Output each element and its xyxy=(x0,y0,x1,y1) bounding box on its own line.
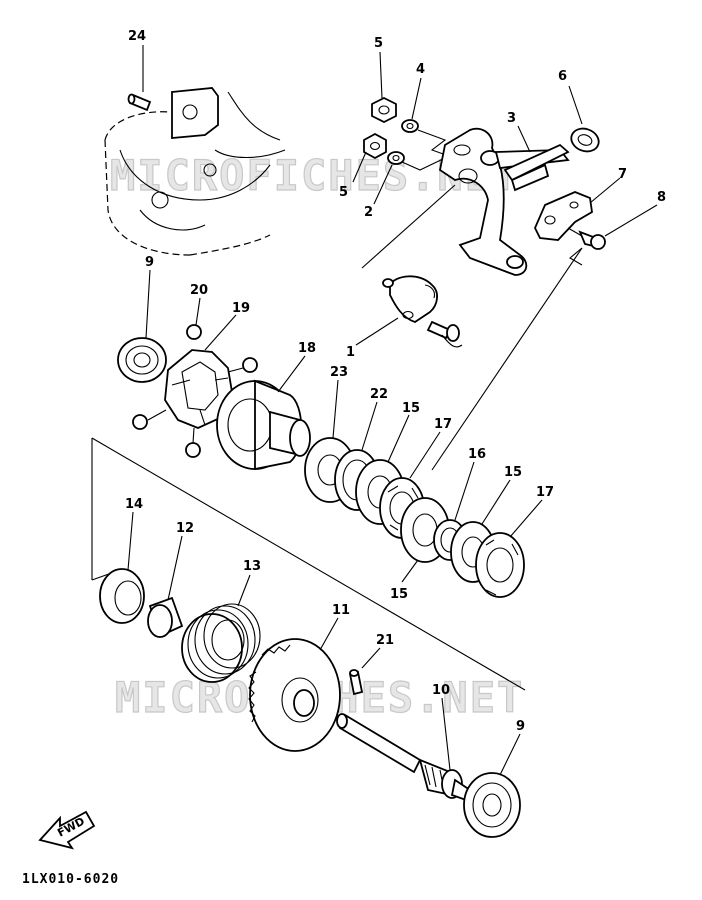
balls-20 xyxy=(132,324,258,458)
callout-16: 16 xyxy=(468,447,486,462)
callout-18: 18 xyxy=(298,341,316,356)
shift-shaft-3 xyxy=(503,143,570,192)
callout-6: 6 xyxy=(558,69,567,84)
callout-4: 4 xyxy=(416,62,425,77)
nut-5-lower xyxy=(363,132,387,160)
dowel-pin-24 xyxy=(127,93,152,112)
callout-17-a: 17 xyxy=(434,417,452,432)
callout-21: 21 xyxy=(376,633,394,648)
washer-2 xyxy=(387,151,405,165)
callout-13: 13 xyxy=(243,559,261,574)
callout-1: 1 xyxy=(346,345,355,360)
segment-1 xyxy=(382,275,438,323)
callout-20: 20 xyxy=(190,283,208,298)
pin-21 xyxy=(348,669,364,696)
callout-2: 2 xyxy=(364,205,373,220)
callout-15-a: 15 xyxy=(402,401,420,416)
callout-23: 23 xyxy=(330,365,348,380)
callout-24: 24 xyxy=(128,29,146,44)
callout-14: 14 xyxy=(125,497,143,512)
bolt-8 xyxy=(578,230,606,250)
callout-10: 10 xyxy=(432,683,450,698)
fwd-arrow-icon: FWD xyxy=(38,810,96,850)
crankcase-fragment xyxy=(104,87,286,256)
callout-8: 8 xyxy=(657,190,666,205)
bearing-9-right xyxy=(463,772,521,838)
callout-19: 19 xyxy=(232,301,250,316)
oil-seal-6 xyxy=(570,127,600,153)
oil-seal-14 xyxy=(99,568,145,624)
collar-12 xyxy=(147,596,184,638)
spring-13 xyxy=(181,603,261,683)
callout-5-upper: 5 xyxy=(374,36,383,51)
callout-7: 7 xyxy=(618,167,627,182)
shift-drum-18 xyxy=(216,379,311,471)
callout-17-b: 17 xyxy=(536,485,554,500)
callout-9-left: 9 xyxy=(145,255,154,270)
collar-17-b xyxy=(475,532,525,598)
washer-4 xyxy=(401,119,419,133)
kick-gear-11 xyxy=(248,638,341,752)
stopper-plate-7 xyxy=(534,191,593,241)
segment-bolt xyxy=(426,320,460,342)
callout-3: 3 xyxy=(507,111,516,126)
callout-9-right: 9 xyxy=(516,719,525,734)
callout-15-b: 15 xyxy=(504,465,522,480)
callout-5-lower: 5 xyxy=(339,185,348,200)
callout-11: 11 xyxy=(332,603,350,618)
bearing-9-left xyxy=(117,337,167,383)
nut-5-upper xyxy=(371,96,397,124)
callout-15-c: 15 xyxy=(390,587,408,602)
callout-labels: 24 5 4 6 3 5 2 7 8 1 9 20 19 18 23 22 15… xyxy=(125,29,666,734)
callout-12: 12 xyxy=(176,521,194,536)
kick-shaft-10 xyxy=(336,713,472,802)
diagram-code: 1LX010-6020 xyxy=(22,872,119,887)
callout-22: 22 xyxy=(370,387,388,402)
